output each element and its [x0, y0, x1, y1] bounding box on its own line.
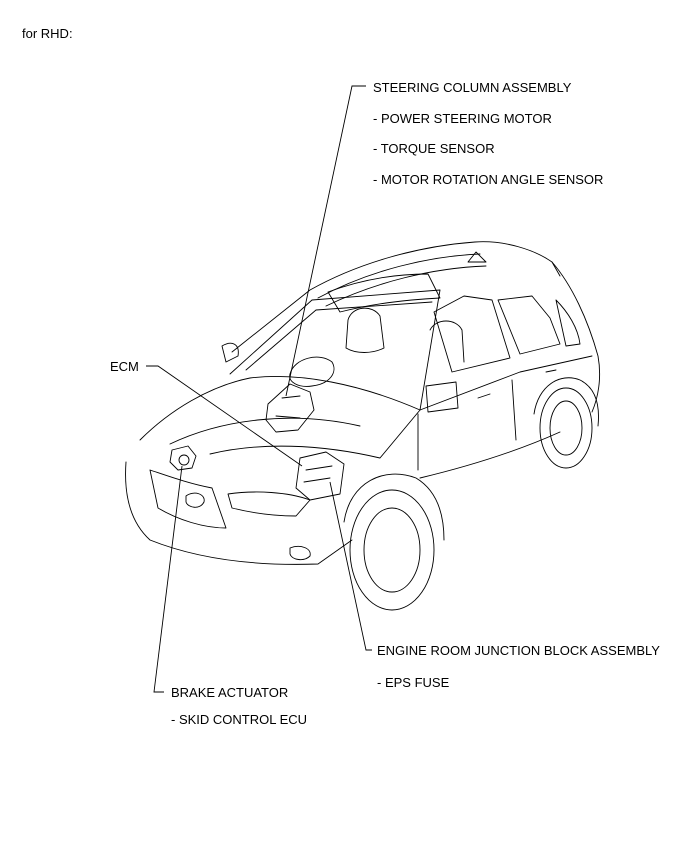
ecm-label: ECM [110, 359, 139, 374]
junction-block-component [295, 451, 345, 501]
front-bumper [125, 461, 353, 565]
engine-room-junction-block-label: ENGINE ROOM JUNCTION BLOCK ASSEMBLY [377, 643, 660, 658]
diagram-caption: for RHD: [22, 26, 73, 41]
hood [139, 376, 421, 459]
front-seat [345, 307, 385, 353]
side-mirror-left [221, 342, 239, 363]
brake-leader-line [153, 465, 183, 693]
fog-light [289, 545, 311, 561]
eps-fuse-label: - EPS FUSE [377, 675, 450, 690]
beltline [419, 355, 593, 411]
junction-leader-line [329, 481, 372, 651]
side-window-front [433, 295, 511, 373]
brake-actuator-label: BRAKE ACTUATOR [171, 685, 289, 700]
skid-control-ecu-label: - SKID CONTROL ECU [171, 712, 308, 727]
roof-rear [551, 261, 601, 413]
front-wheel [349, 489, 435, 611]
ecm-leader-line [146, 365, 303, 467]
door-line-1 [417, 379, 517, 471]
emblem [185, 492, 205, 508]
brake-actuator-component [169, 445, 197, 471]
windshield [229, 289, 441, 411]
roof-outline [231, 241, 561, 353]
grille [149, 469, 227, 529]
side-mirror-right [425, 381, 459, 413]
power-steering-motor-label: - POWER STEERING MOTOR [373, 111, 552, 126]
door-handles [477, 369, 557, 399]
torque-sensor-label: - TORQUE SENSOR [373, 141, 495, 156]
headlight [227, 491, 311, 517]
front-wheel-rim [363, 507, 421, 593]
windshield-inner [245, 301, 433, 371]
hood-crease [169, 417, 361, 445]
sunroof [327, 273, 441, 313]
side-window-rear [497, 295, 561, 355]
rear-quarter-window [555, 299, 581, 347]
brake-actuator-port [178, 454, 190, 466]
steering-wheel [289, 356, 335, 387]
steering-column-component [265, 383, 315, 433]
steering-leader-line [285, 85, 366, 397]
rear-seat [429, 320, 465, 363]
front-wheel-arch [343, 473, 445, 541]
roof-antenna [467, 251, 487, 263]
steering-column-label: STEERING COLUMN ASSEMBLY [373, 80, 572, 95]
rear-wheel [539, 387, 593, 469]
motor-rotation-angle-sensor-label: - MOTOR ROTATION ANGLE SENSOR [373, 172, 604, 187]
rocker-panel [419, 431, 561, 479]
rear-wheel-rim [549, 400, 583, 456]
rear-wheel-arch [533, 377, 599, 427]
